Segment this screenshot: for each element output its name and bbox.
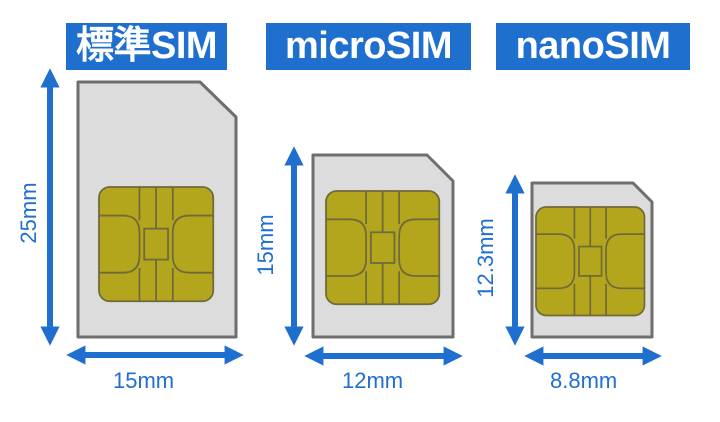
micro-sim-height-label: 15mm [253, 214, 278, 276]
nano-sim-title: nanoSIM [496, 23, 690, 70]
micro-sim-chip [325, 190, 441, 306]
standard-sim-width-label: 15mm [113, 368, 175, 393]
nano-sim-width-label: 8.8mm [550, 368, 618, 393]
nano-sim-height-label: 12.3mm [473, 218, 498, 298]
nano-sim-chip [535, 206, 646, 317]
micro-sim-width-label: 12mm [342, 368, 404, 393]
standard-sim-height-label: 25mm [16, 182, 41, 244]
standard-sim-chip [98, 186, 215, 303]
standard-sim-title: 標準SIM [66, 23, 227, 70]
micro-sim-title: microSIM [266, 23, 471, 70]
